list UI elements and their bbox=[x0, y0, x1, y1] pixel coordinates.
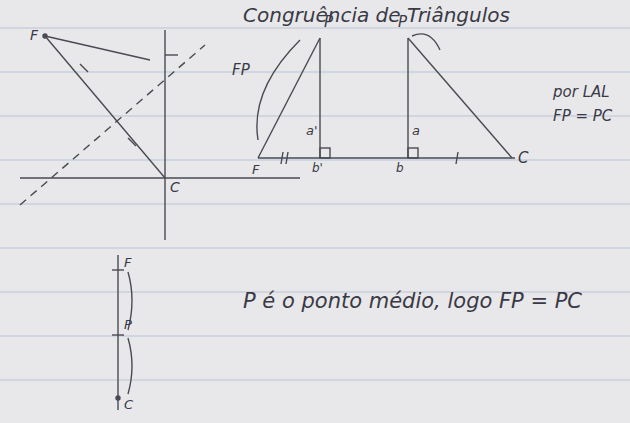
handwritten-label: F bbox=[124, 256, 131, 270]
handwritten-label: FP = PC bbox=[553, 108, 612, 125]
handwritten-label: C bbox=[124, 398, 133, 412]
segment-sketch bbox=[112, 255, 132, 410]
handwritten-label: P bbox=[324, 14, 333, 31]
handwritten-label: C bbox=[518, 150, 528, 167]
handwritten-label: a bbox=[412, 124, 420, 138]
construction-sketch bbox=[20, 30, 300, 240]
handwritten-label: b' bbox=[312, 162, 323, 175]
handwritten-label: b bbox=[396, 162, 404, 175]
page-title: Congruência de Triângulos bbox=[243, 4, 510, 26]
triangle-figures bbox=[257, 34, 515, 164]
handwritten-label: FP bbox=[232, 62, 250, 79]
handwritten-label: F bbox=[252, 163, 259, 177]
handwritten-label: P bbox=[398, 14, 407, 31]
handwritten-label: P bbox=[124, 318, 132, 332]
ruled-lines bbox=[0, 28, 630, 380]
handwritten-label: F bbox=[30, 28, 38, 43]
handwritten-label: a' bbox=[306, 124, 318, 138]
handwritten-label: P é o ponto médio, logo FP = PC bbox=[243, 290, 582, 313]
handwritten-label: C bbox=[170, 180, 180, 195]
handwritten-label: por LAL bbox=[553, 84, 610, 101]
